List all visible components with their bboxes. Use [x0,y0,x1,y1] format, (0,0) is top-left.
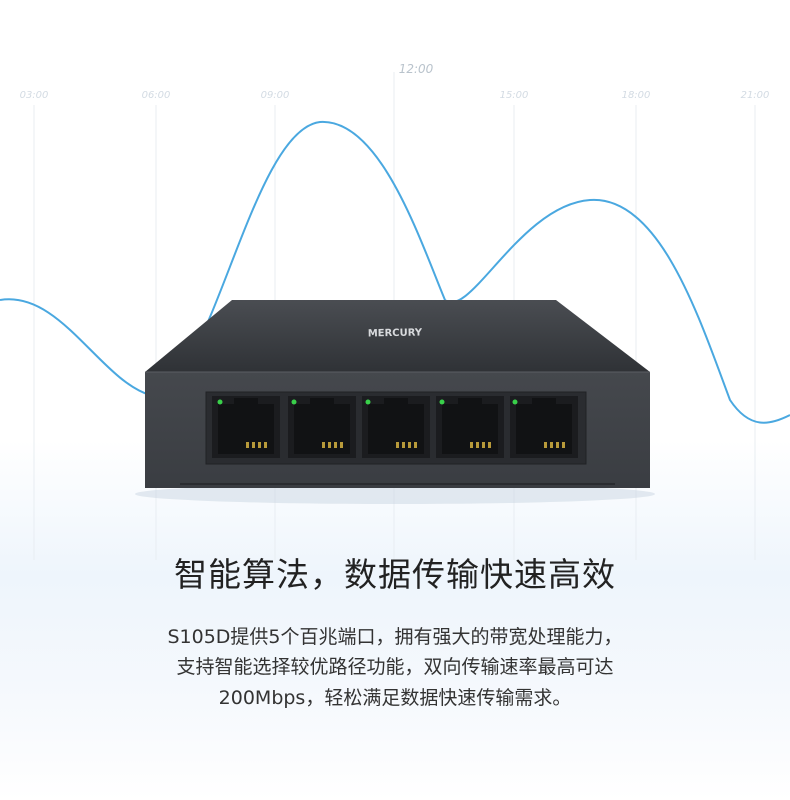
description-line: 200Mbps，轻松满足数据快速传输需求。 [218,687,572,709]
led-icon [512,399,518,405]
time-label: 09:00 [260,90,290,101]
ethernet-port [510,396,578,458]
led-icon [217,399,223,405]
headline: 智能算法，数据传输快速高效 [174,555,616,594]
ethernet-port [362,396,430,458]
switch-top-face [145,300,650,372]
time-label: 15:00 [499,90,529,101]
port-led-icons [217,399,518,405]
led-icon [439,399,445,405]
time-label: 03:00 [19,90,49,101]
time-label: 18:00 [621,90,651,101]
ports [212,396,578,458]
ethernet-port [212,396,280,458]
description-line: S105D提供5个百兆端口，拥有强大的带宽处理能力， [167,626,623,648]
ethernet-port [436,396,504,458]
time-label-highlighted: 12:00 [398,62,434,76]
led-icon [365,399,371,405]
brand-logo: MERCURY [368,328,423,340]
network-switch-image: MERCURY [135,300,655,504]
led-icon [291,399,297,405]
ethernet-port [288,396,356,458]
description-line: 支持智能选择较优路径功能，双向传输速率最高可达 [176,656,614,678]
time-label: 06:00 [141,90,171,101]
time-label: 21:00 [740,90,770,101]
